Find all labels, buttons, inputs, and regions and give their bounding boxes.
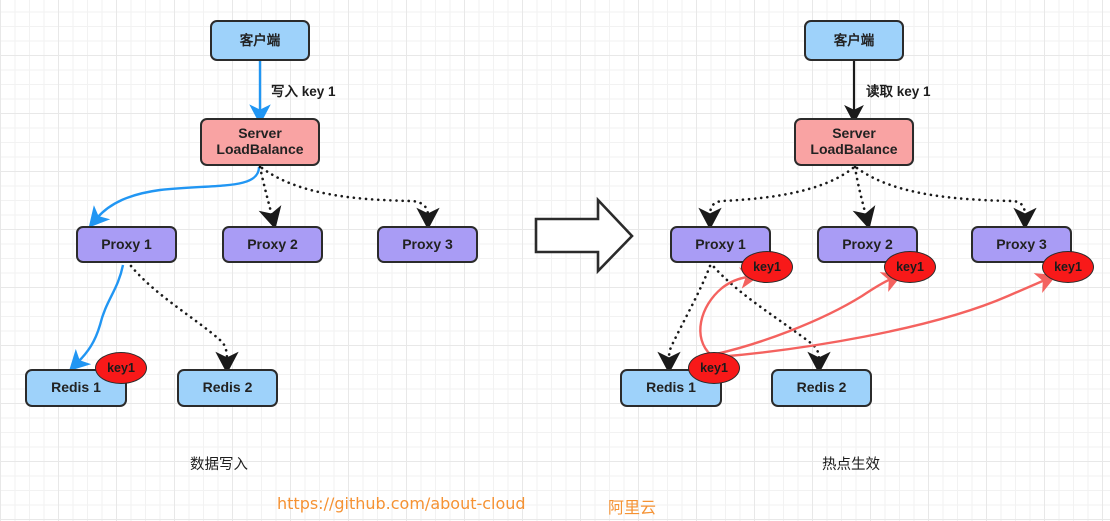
left-proxy-2-node[interactable]: Proxy 2: [222, 226, 323, 263]
left-proxy-2-label: Proxy 2: [247, 235, 298, 252]
edge-proxy1-to-redis1-left: [69, 264, 125, 371]
edge-slb-to-proxy3-left: [260, 166, 440, 230]
edge-proxy1-to-redis2-left: [129, 264, 239, 374]
left-redis-2-node[interactable]: Redis 2: [177, 369, 278, 407]
right-slb-label-line1: Server: [832, 125, 876, 142]
edge-proxy1-to-redis2-right: [712, 265, 831, 374]
right-proxy-3-key-badge: key1: [1042, 251, 1094, 283]
right-proxy-2-label: Proxy 2: [842, 235, 893, 252]
right-redis-2-label: Redis 2: [796, 379, 847, 396]
right-proxy-2-key-badge: key1: [884, 251, 936, 283]
left-edge-label-write: 写入 key 1: [271, 84, 336, 99]
right-redis-2-node[interactable]: Redis 2: [771, 369, 872, 407]
left-redis-1-label: Redis 1: [51, 379, 101, 396]
right-proxy-1-key-label: key1: [753, 260, 781, 274]
right-redis-1-label: Redis 1: [646, 379, 696, 396]
left-redis-1-key-badge: key1: [95, 352, 147, 384]
edge-slb-to-proxy1-right: [698, 166, 855, 230]
right-edge-label-read: 读取 key 1: [866, 84, 931, 99]
edge-slb-to-proxy2-left: [258, 165, 282, 230]
left-proxy-1-label: Proxy 1: [101, 235, 152, 252]
footer-brand: 阿里云: [608, 498, 657, 517]
edge-slb-to-proxy3-right: [855, 166, 1037, 230]
right-proxy-1-key-badge: key1: [741, 251, 793, 283]
right-proxy-2-key-label: key1: [896, 260, 924, 274]
transition-arrow-icon: [534, 196, 634, 275]
left-panel-caption: 数据写入: [190, 457, 248, 473]
right-client-node[interactable]: 客户端: [804, 20, 904, 61]
left-client-label: 客户端: [239, 32, 281, 48]
right-proxy-3-label: Proxy 3: [996, 235, 1047, 252]
right-slb-node[interactable]: Server LoadBalance: [794, 118, 914, 166]
left-redis-2-label: Redis 2: [202, 379, 253, 396]
edge-slb-to-proxy2-right: [852, 165, 876, 230]
right-redis-1-key-label: key1: [700, 361, 728, 375]
left-proxy-3-node[interactable]: Proxy 3: [377, 226, 478, 263]
left-proxy-3-label: Proxy 3: [402, 235, 453, 252]
edge-slb-to-proxy1-left: [88, 166, 261, 228]
edge-proxy1-to-redis1-right: [657, 264, 712, 374]
left-proxy-1-node[interactable]: Proxy 1: [76, 226, 177, 263]
left-redis-1-key-label: key1: [107, 361, 135, 375]
right-redis-1-key-badge: key1: [688, 352, 740, 384]
right-proxy-3-key-label: key1: [1054, 260, 1082, 274]
left-slb-label-line2: LoadBalance: [216, 141, 304, 157]
left-slb-node[interactable]: Server LoadBalance: [200, 118, 320, 166]
edge-hotkey-to-proxy2: [715, 272, 903, 356]
footer-url[interactable]: https://github.com/about-cloud: [277, 494, 526, 513]
right-client-label: 客户端: [833, 32, 875, 48]
edge-hotkey-to-proxy3: [717, 273, 1057, 359]
left-client-node[interactable]: 客户端: [210, 20, 310, 61]
edge-hotkey-to-proxy1: [699, 267, 761, 356]
right-panel-caption: 热点生效: [822, 457, 880, 473]
right-proxy-1-label: Proxy 1: [695, 235, 746, 252]
left-slb-label-line1: Server: [238, 125, 282, 142]
right-slb-label-line2: LoadBalance: [810, 141, 898, 157]
